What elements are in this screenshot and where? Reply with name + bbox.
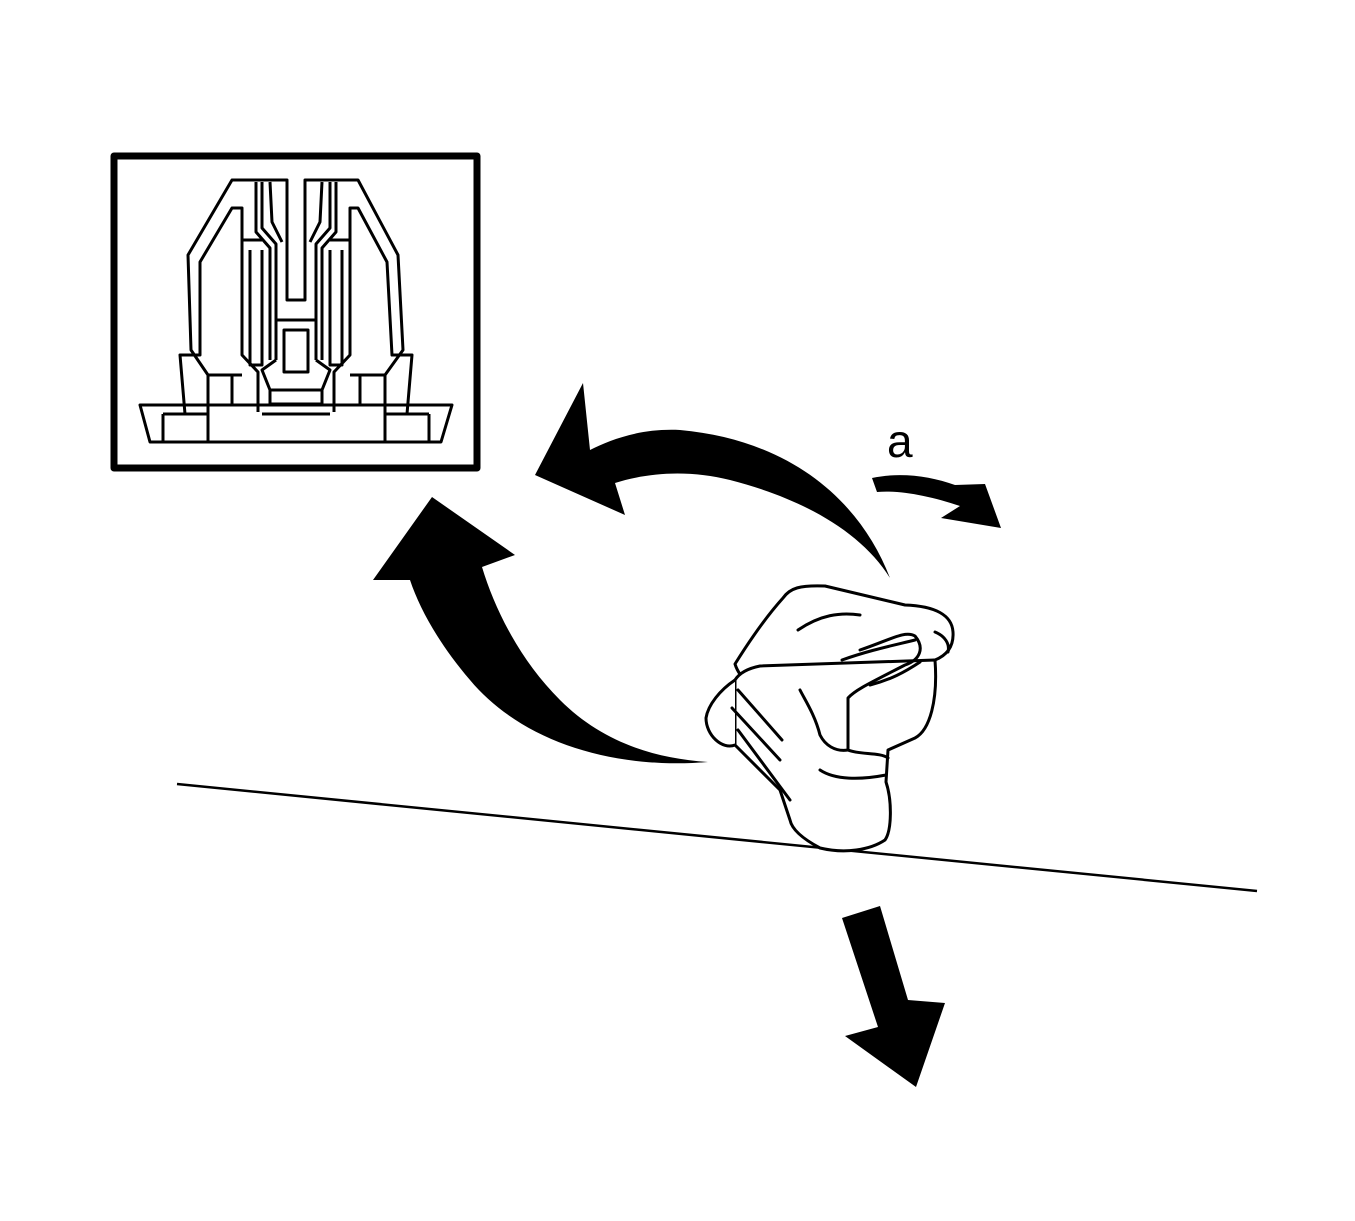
arrow-down-icon [842, 906, 945, 1087]
inset-right-body [303, 178, 405, 442]
label-a: a [887, 415, 913, 467]
inset-frame [110, 152, 481, 472]
curved-arrow-left-icon [535, 383, 890, 578]
curved-arrow-right-icon [872, 475, 1001, 528]
connector-clip-detail-icon [110, 152, 481, 472]
curved-arrow-left-icon [373, 497, 708, 764]
panel-surface-line [176, 782, 1258, 893]
inset-left-body [186, 178, 303, 442]
retainer-clip-icon [704, 584, 955, 853]
inset-base [138, 403, 454, 444]
